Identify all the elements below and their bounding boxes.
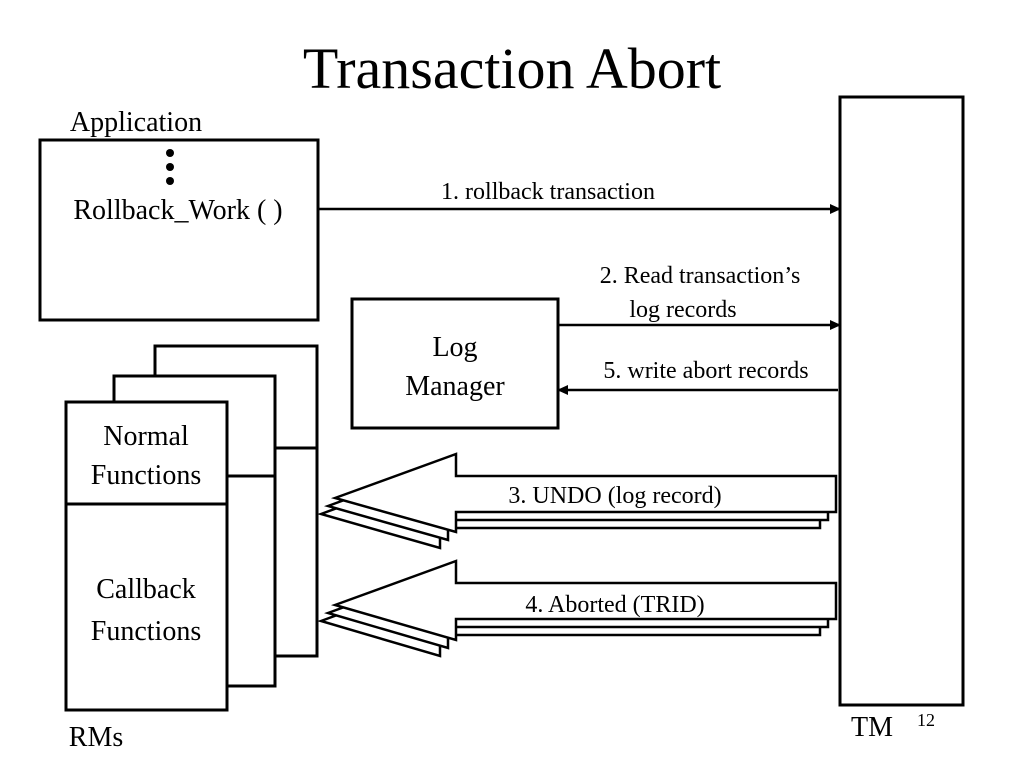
step1-label: 1. rollback transaction bbox=[441, 179, 655, 205]
step2-label-line1: 2. Read transaction’s bbox=[600, 263, 801, 289]
log-manager-box bbox=[350, 297, 560, 430]
normal-functions-line1: Normal bbox=[103, 421, 189, 452]
callback-functions-line2: Functions bbox=[91, 616, 201, 647]
rollback-work-call: Rollback_Work ( ) bbox=[73, 195, 282, 226]
arrow-undo bbox=[316, 452, 838, 550]
rms-label: RMs bbox=[69, 722, 123, 753]
log-manager-line2: Manager bbox=[405, 371, 505, 402]
log-manager-line1: Log bbox=[432, 332, 477, 363]
callback-functions-line1: Callback bbox=[96, 574, 196, 605]
step2-label-line2: log records bbox=[629, 297, 736, 323]
step5-label: 5. write abort records bbox=[603, 358, 808, 384]
step4-label: 4. Aborted (TRID) bbox=[525, 592, 704, 618]
slide-title: Transaction Abort bbox=[303, 36, 721, 101]
tm-label: TM bbox=[851, 712, 893, 743]
rm-box-front bbox=[64, 400, 229, 712]
application-label: Application bbox=[70, 107, 202, 138]
normal-functions-line2: Functions bbox=[91, 460, 201, 491]
arrow-aborted bbox=[317, 559, 838, 658]
ellipsis-icon bbox=[166, 149, 174, 185]
tm-box bbox=[838, 95, 965, 707]
application-box bbox=[38, 138, 320, 322]
step3-label: 3. UNDO (log record) bbox=[508, 483, 721, 509]
page-number: 12 bbox=[917, 710, 935, 730]
